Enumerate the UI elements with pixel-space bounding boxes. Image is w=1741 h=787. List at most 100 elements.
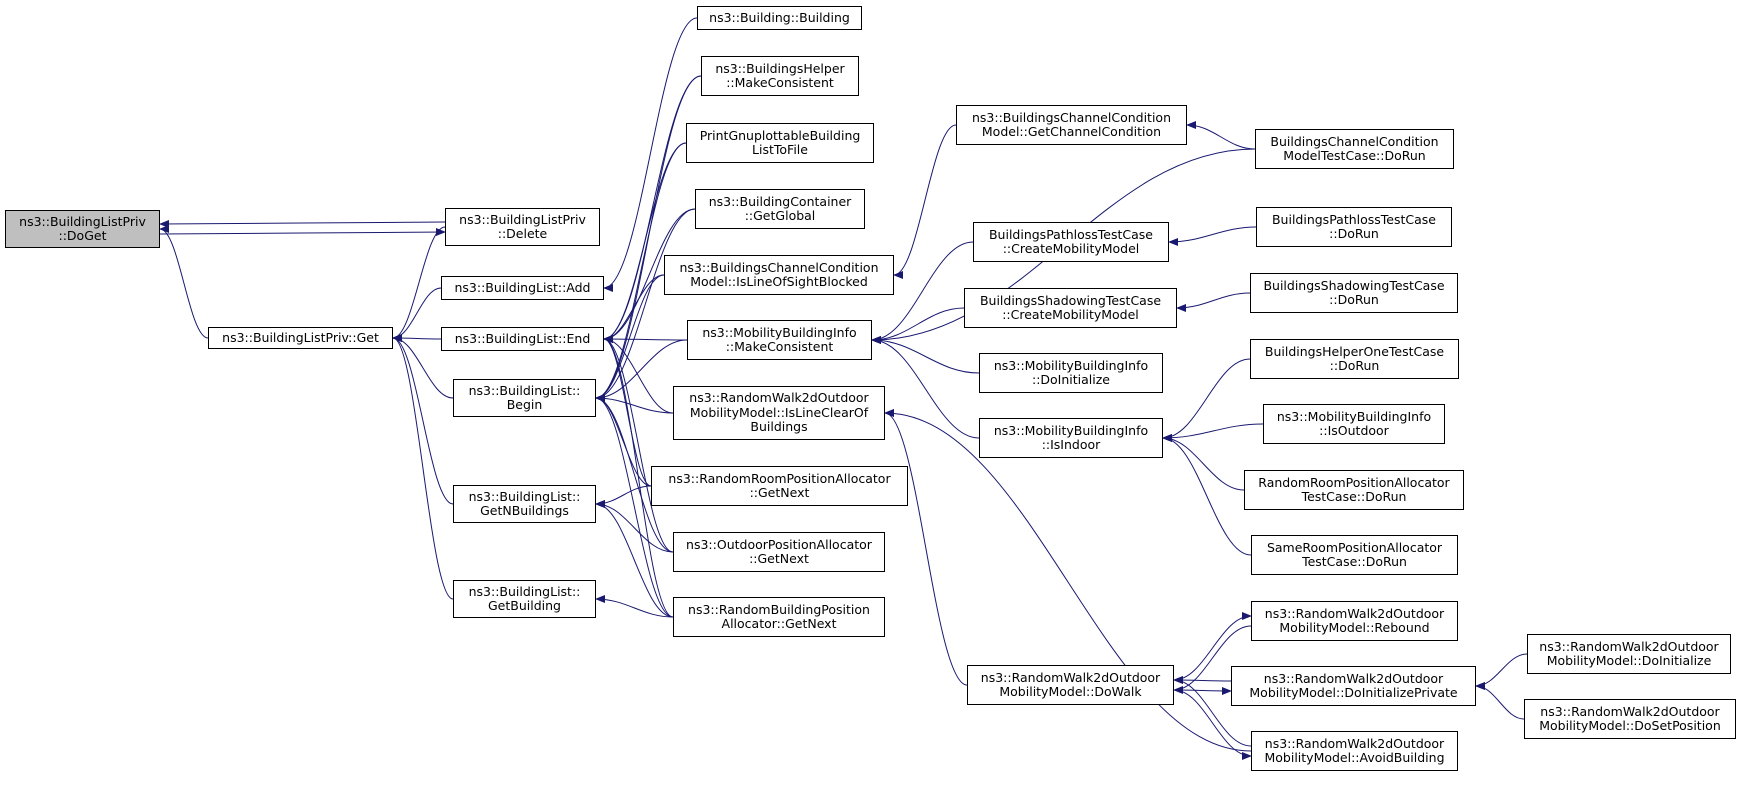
node-label-line: ::CreateMobilityModel bbox=[1002, 241, 1140, 256]
node-outdoor-next[interactable]: ns3::OutdoorPositionAllocator::GetNext bbox=[673, 532, 885, 572]
edge-rw-avoid-to-rw-lineclear bbox=[884, 409, 1252, 752]
node-label-line: ::GetNext bbox=[749, 485, 810, 500]
node-label-line: SameRoomPositionAllocator bbox=[1266, 539, 1443, 555]
edge-rw-dowalk-to-rw-doinitpriv bbox=[1173, 686, 1232, 695]
node-pathloss-cmm[interactable]: BuildingsPathlossTestCase::CreateMobilit… bbox=[973, 222, 1169, 262]
node-end[interactable]: ns3::BuildingList::End bbox=[441, 327, 604, 351]
node-label-line: MobilityModel::DoWalk bbox=[999, 684, 1142, 699]
node-container-global[interactable]: ns3::BuildingContainer::GetGlobal bbox=[695, 189, 865, 229]
node-label-line: ns3::BuildingListPriv::Get bbox=[222, 329, 379, 345]
node-label-line: BuildingsShadowingTestCase bbox=[1263, 277, 1445, 293]
node-label-line: ns3::MobilityBuildingInfo bbox=[993, 422, 1149, 438]
edge-mbi-doinit-to-mbi-mc bbox=[871, 336, 980, 374]
node-begin[interactable]: ns3::BuildingList::Begin bbox=[453, 379, 596, 417]
node-label-line: ns3::BuildingListPriv bbox=[19, 213, 146, 229]
node-label-line: BuildingsHelperOneTestCase bbox=[1264, 343, 1445, 359]
node-label-line: ns3::RandomWalk2dOutdoor bbox=[1264, 605, 1445, 621]
edge-container-global-to-begin bbox=[595, 208, 696, 402]
node-label-line: BuildingsShadowingTestCase bbox=[979, 292, 1162, 308]
node-priv-get[interactable]: ns3::BuildingListPriv::Get bbox=[208, 327, 393, 349]
node-label-line: ns3::MobilityBuildingInfo bbox=[1276, 408, 1432, 424]
edge-rbuilding-next-to-begin bbox=[595, 394, 674, 618]
node-label-line: ModelTestCase::DoRun bbox=[1283, 148, 1426, 163]
node-label-line: ns3::RandomWalk2dOutdoor bbox=[1263, 670, 1444, 686]
edge-rw-rebound-to-rw-dowalk bbox=[1173, 625, 1252, 694]
node-label-line: ::DoRun bbox=[1329, 292, 1379, 307]
edge-rw-dosetpos-to-rw-doinitpriv bbox=[1475, 682, 1525, 720]
node-label-line: ::GetNext bbox=[749, 551, 809, 566]
node-label-line: ns3::BuildingList:: bbox=[468, 382, 581, 398]
node-label-line: ::Delete bbox=[497, 226, 548, 241]
node-helperone-tc[interactable]: BuildingsHelperOneTestCase::DoRun bbox=[1250, 339, 1459, 379]
node-mbi-doinit[interactable]: ns3::MobilityBuildingInfo::DoInitialize bbox=[979, 353, 1163, 393]
edge-sameroom-tc-to-mbi-isindoor bbox=[1162, 434, 1252, 556]
edge-chan-los-to-begin bbox=[595, 274, 665, 402]
edge-shadow-cmm-to-mbi-mc bbox=[871, 307, 965, 344]
node-label-line: ns3::BuildingList:: bbox=[468, 583, 581, 599]
node-label-line: TestCase::DoRun bbox=[1301, 489, 1407, 504]
node-label-line: ::DoInitialize bbox=[1031, 372, 1110, 387]
edge-print-gnu-to-begin bbox=[595, 142, 687, 402]
node-getbuilding[interactable]: ns3::BuildingList::GetBuilding bbox=[453, 580, 596, 618]
node-rroom-next[interactable]: ns3::RandomRoomPositionAllocator::GetNex… bbox=[651, 466, 908, 506]
node-mbi-mc[interactable]: ns3::MobilityBuildingInfo::MakeConsisten… bbox=[687, 320, 872, 360]
node-getn[interactable]: ns3::BuildingList::GetNBuildings bbox=[453, 485, 596, 523]
node-shadow-tc[interactable]: BuildingsShadowingTestCase::DoRun bbox=[1250, 273, 1458, 313]
node-label-line: MobilityModel::AvoidBuilding bbox=[1264, 750, 1445, 765]
node-delete[interactable]: ns3::BuildingListPriv::Delete bbox=[445, 208, 600, 246]
edge-helperone-tc-to-mbi-isindoor bbox=[1162, 358, 1251, 442]
node-label-line: ns3::RandomWalk2dOutdoor bbox=[980, 669, 1161, 685]
edge-pathloss-cmm-to-mbi-mc bbox=[871, 241, 974, 344]
edge-outdoor-next-to-getn bbox=[595, 500, 674, 553]
node-add[interactable]: ns3::BuildingList::Add bbox=[441, 276, 604, 300]
node-label-line: MobilityModel::DoInitialize bbox=[1546, 653, 1712, 668]
node-label-line: Model::GetChannelCondition bbox=[981, 124, 1162, 139]
edge-getbuilding-to-priv-get bbox=[392, 334, 454, 600]
node-label-line: MobilityModel::Rebound bbox=[1279, 620, 1430, 635]
edge-rroom-next-to-begin bbox=[595, 394, 652, 487]
node-label-line: ::MakeConsistent bbox=[725, 339, 834, 354]
node-label-line: ns3::OutdoorPositionAllocator bbox=[686, 536, 872, 552]
node-label-line: RandomRoomPositionAllocator bbox=[1258, 474, 1450, 490]
node-building-ctor[interactable]: ns3::Building::Building bbox=[697, 6, 862, 30]
node-label-line: ns3::BuildingList::End bbox=[454, 330, 591, 346]
edge-chan-tc-to-chan-getcc bbox=[1186, 121, 1256, 150]
node-label-line: ns3::BuildingList::Add bbox=[454, 279, 591, 295]
node-label-line: MobilityModel::DoSetPosition bbox=[1539, 718, 1721, 733]
node-label-line: Model::IsLineOfSightBlocked bbox=[690, 274, 868, 289]
edge-getn-to-priv-get bbox=[392, 334, 454, 505]
edge-end-to-priv-get bbox=[392, 334, 442, 343]
node-mbi-isoutdoor[interactable]: ns3::MobilityBuildingInfo::IsOutdoor bbox=[1263, 404, 1445, 444]
node-helper-mc[interactable]: ns3::BuildingsHelper::MakeConsistent bbox=[701, 56, 859, 96]
node-label-line: ::IsOutdoor bbox=[1319, 423, 1389, 438]
node-mbi-isindoor[interactable]: ns3::MobilityBuildingInfo::IsIndoor bbox=[979, 418, 1163, 458]
node-label-line: PrintGnuplottableBuilding bbox=[699, 127, 861, 143]
edge-rroom-tc-to-mbi-isindoor bbox=[1162, 434, 1245, 491]
edge-delete-to-doget bbox=[159, 219, 446, 228]
node-label-line: ::DoRun bbox=[1329, 358, 1380, 373]
node-label-line: ns3::RandomWalk2dOutdoor bbox=[689, 390, 869, 406]
node-pathloss-tc[interactable]: BuildingsPathlossTestCase::DoRun bbox=[1256, 207, 1452, 247]
node-doget: ns3::BuildingListPriv::DoGet bbox=[5, 210, 160, 248]
edge-rw-dowalk-to-rw-avoid bbox=[1173, 689, 1252, 760]
node-label-line: ns3::MobilityBuildingInfo bbox=[993, 357, 1149, 373]
node-label-line: ns3::RandomBuildingPosition bbox=[688, 601, 870, 617]
node-shadow-cmm[interactable]: BuildingsShadowingTestCase::CreateMobili… bbox=[964, 288, 1177, 328]
node-label-line: ns3::BuildingsHelper bbox=[715, 60, 845, 76]
edge-outdoor-next-to-end bbox=[603, 335, 674, 553]
